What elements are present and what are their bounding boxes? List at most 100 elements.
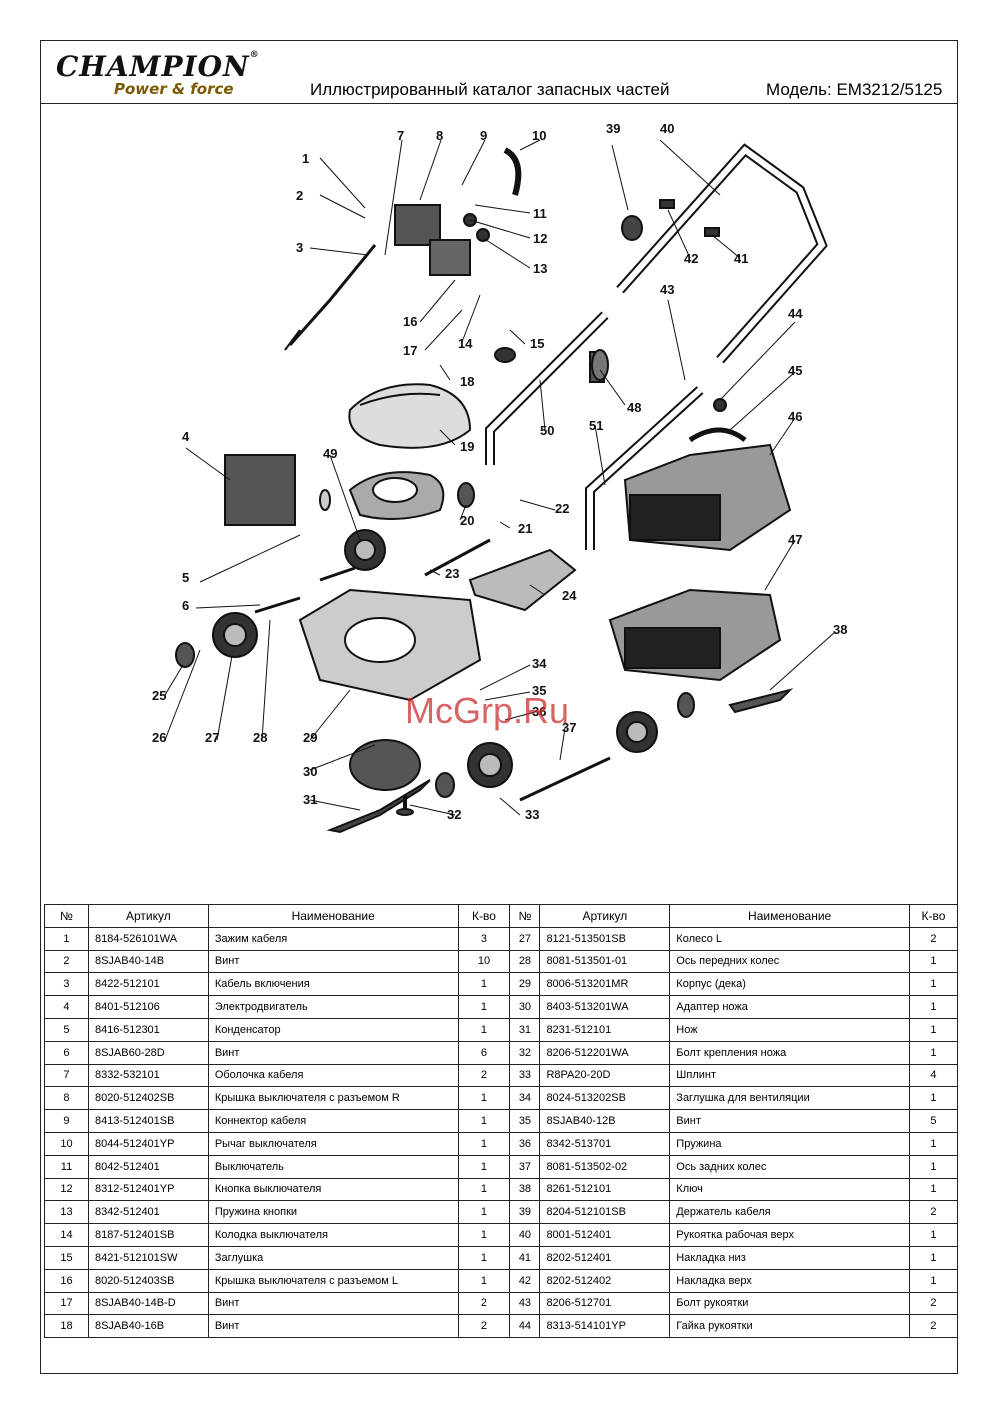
cell-no: 32: [509, 1040, 541, 1065]
catalog-title: Иллюстрированный каталог запасных частей: [310, 80, 670, 99]
cell-no: 9: [44, 1109, 89, 1133]
cell-qty: 1: [908, 1268, 959, 1293]
callout-19: 19: [460, 439, 474, 454]
cell-name: Винт: [207, 1314, 459, 1339]
cell-no: 33: [509, 1063, 541, 1088]
cell-article: 8313-514101YP: [539, 1314, 671, 1339]
callout-6: 6: [182, 598, 189, 613]
cell-no: 14: [44, 1223, 89, 1247]
cell-qty: 3: [457, 926, 511, 951]
cell-qty: 1: [457, 1245, 511, 1270]
cell-qty: 1: [457, 1109, 511, 1133]
cell-article: 8081-513501-01: [539, 949, 671, 974]
cell-qty: 1: [908, 1040, 959, 1065]
cell-qty: 1: [457, 995, 511, 1019]
cell-article: 8187-512401SB: [87, 1223, 209, 1247]
callout-7: 7: [397, 128, 404, 143]
cell-qty: 6: [457, 1040, 511, 1065]
cell-qty: 1: [908, 1017, 959, 1042]
cell-no: 42: [509, 1268, 541, 1293]
cell-article: 8SJAB40-16B: [87, 1314, 209, 1339]
cell-article: 8024-513202SB: [539, 1086, 671, 1111]
cell-name: Нож: [669, 1017, 910, 1042]
callout-11: 11: [533, 206, 547, 221]
callout-41: 41: [734, 251, 748, 266]
cell-qty: 1: [457, 1177, 511, 1202]
cell-no: 10: [44, 1131, 89, 1156]
cell-article: 8332-532101: [87, 1063, 209, 1088]
cell-name: Пружина: [669, 1131, 910, 1156]
cell-article: 8001-512401: [539, 1223, 671, 1247]
cell-no: 16: [44, 1268, 89, 1293]
cell-no: 30: [509, 995, 541, 1019]
cell-qty: 1: [908, 949, 959, 974]
cell-name: Крышка выключателя с разъемом L: [207, 1268, 459, 1293]
cell-article: 8204-512101SB: [539, 1200, 671, 1225]
callout-13: 13: [533, 261, 547, 276]
callout-25: 25: [152, 688, 166, 703]
callout-29: 29: [303, 730, 317, 745]
callout-14: 14: [458, 336, 473, 351]
cell-no: 38: [509, 1177, 541, 1202]
cell-article: 8042-512401: [87, 1154, 209, 1179]
cell-article: 8081-513502-02: [539, 1154, 671, 1179]
cell-qty: 1: [457, 1086, 511, 1111]
watermark: McGrp.Ru: [405, 690, 570, 731]
cell-name: Винт: [207, 949, 459, 974]
cell-article: 8342-513701: [539, 1131, 671, 1156]
parts-table: № Артикул Наименование К-во № Артикул На…: [44, 904, 959, 1339]
cell-no: 4: [44, 995, 89, 1019]
cell-name: Заглушка для вентиляции: [669, 1086, 910, 1111]
callout-49: 49: [323, 446, 337, 461]
model-label: Модель: EM3212/5125: [766, 80, 943, 99]
cell-article: 8413-512401SB: [87, 1109, 209, 1133]
col-header-no: №: [44, 904, 89, 928]
callout-1: 1: [302, 151, 309, 166]
cell-qty: 1: [908, 1131, 959, 1156]
callout-8: 8: [436, 128, 443, 143]
callout-33: 33: [525, 807, 539, 822]
cell-qty: 5: [908, 1109, 959, 1133]
callout-31: 31: [303, 792, 317, 807]
col-header-qty: К-во: [457, 904, 511, 928]
cell-article: 8202-512402: [539, 1268, 671, 1293]
cell-name: Накладка низ: [669, 1245, 910, 1270]
cell-name: Винт: [207, 1040, 459, 1065]
page-frame: [40, 40, 958, 1374]
cell-article: 8342-512401: [87, 1200, 209, 1225]
cell-no: 17: [44, 1291, 89, 1316]
cell-qty: 1: [908, 995, 959, 1019]
col-header-name: Наименование: [207, 904, 459, 928]
cell-name: Болт крепления ножа: [669, 1040, 910, 1065]
cell-no: 8: [44, 1086, 89, 1111]
cell-name: Винт: [207, 1291, 459, 1316]
cell-name: Рукоятка рабочая верх: [669, 1223, 910, 1247]
cell-no: 7: [44, 1063, 89, 1088]
cell-article: 8SJAB40-14B: [87, 949, 209, 974]
cell-article: 8401-512106: [87, 995, 209, 1019]
cell-qty: 1: [457, 1017, 511, 1042]
cell-article: 8231-512101: [539, 1017, 671, 1042]
cell-no: 41: [509, 1245, 541, 1270]
callout-5: 5: [182, 570, 189, 585]
callout-37: 37: [562, 720, 576, 735]
cell-name: Рычаг выключателя: [207, 1131, 459, 1156]
cell-name: Ключ: [669, 1177, 910, 1202]
cell-article: 8121-513501SB: [539, 926, 671, 951]
table-header-row: № Артикул Наименование К-во № Артикул На…: [44, 904, 959, 928]
callout-2: 2: [296, 188, 303, 203]
cell-qty: 1: [457, 1154, 511, 1179]
cell-name: Гайка рукоятки: [669, 1314, 910, 1339]
callout-20: 20: [460, 513, 474, 528]
cell-name: Кабель включения: [207, 972, 459, 997]
callout-39: 39: [606, 121, 620, 136]
